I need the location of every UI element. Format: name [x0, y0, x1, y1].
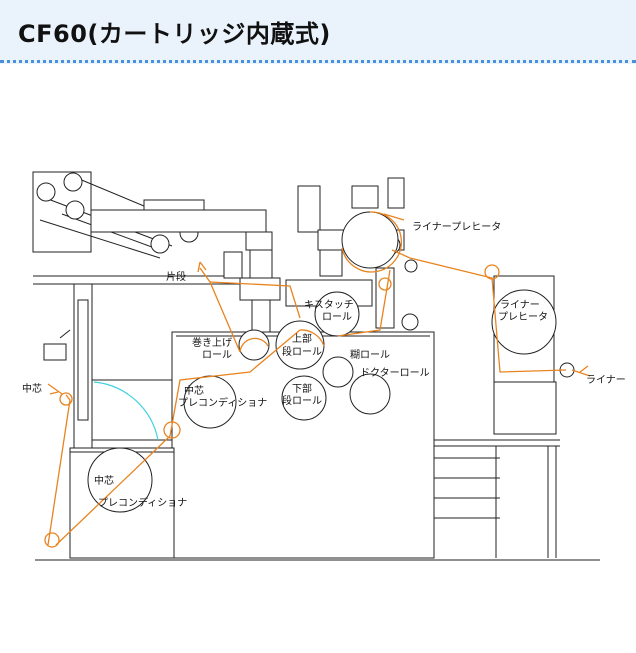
glue-small-roll-b — [404, 259, 418, 273]
label-medium-pc-2: プレコンディショナ — [178, 396, 267, 409]
glue-motor — [351, 185, 379, 209]
left-column-inner — [77, 299, 89, 421]
glue-upper-a — [297, 185, 321, 233]
kiss-touch-roll — [314, 291, 360, 337]
label-lower-roll-1: 下部 — [292, 382, 312, 395]
glue-motor-b — [387, 177, 405, 209]
label-liner-preheater-top: ライナープレヒータ — [412, 221, 501, 233]
liner-guide-roll — [378, 277, 392, 291]
motor-shaft — [251, 299, 271, 333]
left-small-device — [43, 343, 67, 361]
label-liner-preheater-side-1: ライナー — [500, 299, 540, 311]
label-makiage-1: 巻き上げ — [192, 337, 232, 349]
medium-entry-arrow — [47, 383, 63, 395]
top-pulley-a — [63, 172, 83, 192]
doctor-roll — [349, 373, 391, 415]
label-liner-preheater-side-2: プレヒータ — [498, 311, 548, 323]
top-pulley-d — [150, 234, 170, 254]
label-glue-roll: 糊ロール — [350, 348, 390, 361]
left-small-device-arm — [59, 329, 71, 339]
glue-roll — [322, 356, 354, 388]
label-medium-lower-2: プレコンディショナ — [98, 496, 187, 509]
medium-web-path — [55, 329, 301, 546]
machine-structure — [32, 171, 600, 561]
page-title: CF60(カートリッジ内蔵式) — [18, 20, 331, 48]
medium-entry-path — [47, 394, 71, 546]
liner-top-roll — [484, 264, 500, 280]
label-upper-roll-2: 段ロール — [282, 345, 322, 358]
belt-lower — [39, 219, 161, 259]
labels: 片段 ライナープレヒータ キスタッチ ロール ライナー プレヒータ 巻き上げ ロ… — [22, 221, 626, 509]
right-cabinet-lower — [493, 381, 557, 435]
label-makiage-2: ロール — [202, 350, 232, 361]
header-divider — [0, 60, 636, 63]
medium-turn-roll — [163, 421, 181, 439]
output-web-top — [209, 281, 301, 319]
motor-cap — [245, 231, 273, 251]
label-kiss-touch-1: キスタッチ — [304, 299, 354, 311]
liner-preheater-link — [383, 213, 405, 221]
lower-preconditioner-roll — [87, 447, 153, 513]
label-kiss-touch-2: ロール — [322, 312, 352, 323]
liner-preheater-top-roll — [341, 211, 399, 269]
top-pulley-b — [36, 182, 56, 202]
liner-web-path — [391, 249, 567, 373]
label-upper-roll-1: 上部 — [292, 332, 312, 345]
motor-base — [239, 277, 281, 301]
glue-frame-lower — [319, 249, 343, 277]
label-medium-pc-1: 中芯 — [184, 384, 204, 397]
takeup-roll — [238, 329, 270, 361]
right-preheater-roll — [491, 289, 557, 355]
output-arrow — [197, 261, 207, 273]
lower-corrugating-roll — [281, 375, 327, 421]
upper-roll-wrap — [299, 329, 325, 347]
lower-left-housing — [91, 379, 173, 441]
medium-entry-roll — [59, 392, 73, 406]
label-doctor-roll: ドクターロール — [360, 367, 430, 379]
top-beam-cap — [143, 199, 205, 211]
cyan-guide-arc — [93, 381, 159, 441]
liner-preheater-wrap — [341, 211, 402, 273]
label-lower-roll-2: 段ロール — [282, 394, 322, 407]
takeup-wrap — [239, 337, 269, 353]
liner-entry-arrow — [571, 365, 591, 377]
upper-corrugating-roll — [275, 320, 325, 370]
label-liner-right: ライナー — [586, 374, 626, 386]
label-medium-left: 中芯 — [22, 382, 42, 395]
label-medium-lower-1: 中芯 — [94, 474, 114, 487]
top-pulley-c — [65, 200, 85, 220]
top-beam — [90, 209, 267, 233]
right-small-roll — [401, 313, 419, 331]
medium-bottom-roll — [44, 532, 60, 548]
page-header: CF60(カートリッジ内蔵式) — [0, 0, 636, 64]
web-paths — [44, 211, 591, 548]
motor-body — [249, 249, 273, 279]
motor-side — [223, 251, 243, 279]
label-katadan: 片段 — [166, 270, 186, 283]
